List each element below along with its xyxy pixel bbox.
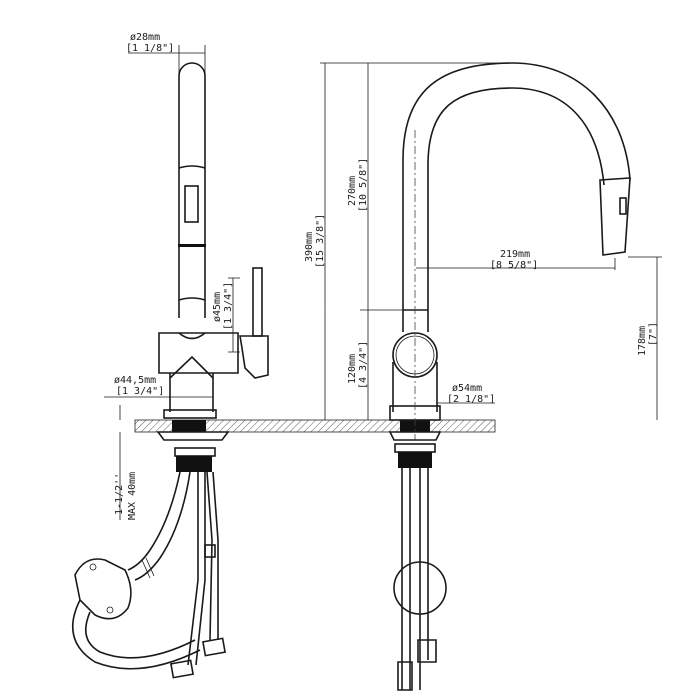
handle-height-mm: 120mm [347, 354, 358, 384]
handle-lever [252, 267, 263, 337]
total-height-mm: 390mm [304, 232, 315, 262]
clearance-in: [7"] [648, 322, 659, 346]
dimension-labels: ø28mm [1 1/8"] ø45mm [1 3/4"] ø44,5mm [1… [114, 32, 659, 520]
handle-height-in: [4 3/4"] [358, 341, 369, 389]
clearance-mm: 178mm [637, 326, 648, 356]
gooseneck-outer [402, 62, 631, 332]
reach-mm: 219mm [500, 249, 530, 260]
sprayer-button [184, 185, 199, 223]
deck-thickness-mm: MAX 40mm [127, 472, 138, 520]
spout-height-mm: 270mm [347, 176, 358, 206]
deck-thickness-in: 1-1/2'' [114, 473, 125, 515]
spout-tube [178, 62, 206, 318]
neck-diameter-in: [1 3/4"] [116, 386, 164, 397]
body-diameter-in: [1 3/4"] [223, 282, 234, 330]
pull-down-sprayer [599, 177, 631, 256]
base-diameter-in: [2 1/8"] [447, 394, 495, 405]
countertop [134, 419, 496, 433]
spout-height-in: [10 5/8"] [358, 158, 369, 212]
faucet-front-view [388, 62, 631, 691]
hose-weight [393, 561, 447, 615]
base-diameter-mm: ø54mm [452, 383, 482, 394]
hose-weight [74, 558, 132, 620]
reach-in: [8 5/8"] [490, 260, 538, 271]
body [158, 332, 239, 374]
base-ring [163, 409, 217, 419]
spout-diameter-mm: ø28mm [130, 32, 160, 43]
sprayer-band [178, 165, 206, 246]
body-diameter-mm: ø45mm [212, 292, 223, 322]
supply-hose-cold [206, 471, 219, 641]
dimension-lines [104, 45, 662, 520]
total-height-in: [15 3/8"] [315, 214, 326, 268]
gooseneck-inner [427, 87, 605, 332]
faucet-side-view [71, 62, 269, 679]
spray-hose [127, 471, 181, 571]
neck-diameter-mm: ø44,5mm [114, 375, 156, 386]
handle-block [239, 335, 269, 379]
spout-diameter-in: [1 1/8"] [126, 43, 174, 54]
supply-hose-hot [187, 472, 206, 666]
